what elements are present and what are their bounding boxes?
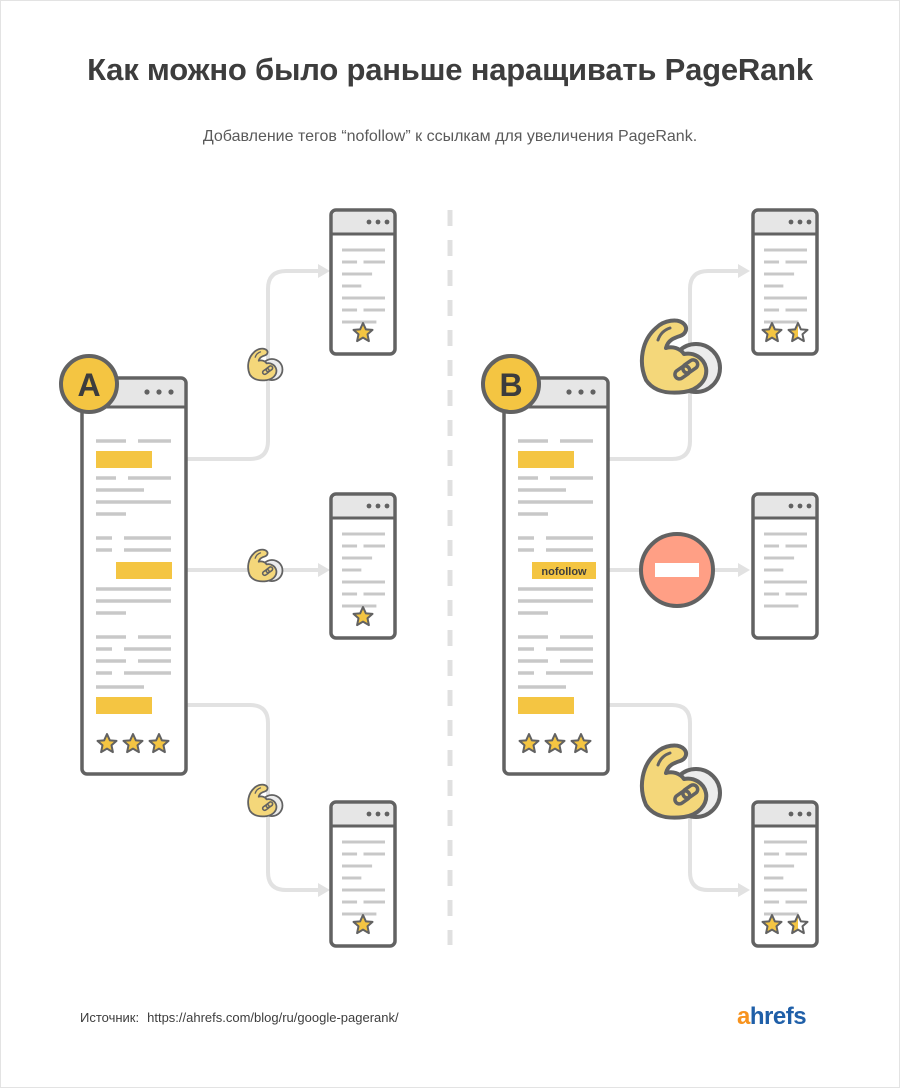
window-dot-icon bbox=[375, 503, 381, 509]
link-highlight bbox=[116, 562, 172, 579]
scenario-a: A bbox=[59, 264, 330, 897]
link-highlight bbox=[96, 451, 152, 468]
target-page-window bbox=[329, 800, 397, 948]
main-page-b: nofollow bbox=[502, 376, 610, 776]
window-dot-icon bbox=[788, 811, 794, 817]
flexed-arm-link-icon bbox=[247, 783, 284, 818]
page-title: Как можно было раньше наращивать PageRan… bbox=[87, 52, 813, 87]
window-dot-icon bbox=[375, 219, 381, 225]
window-dot-icon bbox=[566, 389, 572, 395]
arrow-right-icon bbox=[318, 264, 330, 278]
window-dot-icon bbox=[578, 389, 584, 395]
blocked-minus-icon bbox=[639, 532, 715, 608]
source-line: Источник: https://ahrefs.com/blog/ru/goog… bbox=[80, 1010, 399, 1025]
window-dot-icon bbox=[384, 811, 390, 817]
target-page-window bbox=[329, 208, 397, 356]
window-dot-icon bbox=[366, 219, 372, 225]
window-dot-icon bbox=[144, 389, 150, 395]
logo-letter-a: a bbox=[737, 1003, 750, 1030]
nofollow-link-highlight bbox=[532, 562, 596, 579]
flexed-arm-link-icon bbox=[639, 318, 722, 395]
badge-a-label: A bbox=[77, 367, 100, 403]
window-dot-icon bbox=[788, 219, 794, 225]
scenario-b: nofollow B bbox=[481, 264, 750, 897]
arrow-right-icon bbox=[738, 264, 750, 278]
arrow-right-icon bbox=[318, 563, 330, 577]
window-dot-icon bbox=[366, 503, 372, 509]
badge-b-label: B bbox=[499, 367, 522, 403]
window-dot-icon bbox=[788, 503, 794, 509]
arrow-right-icon bbox=[318, 883, 330, 897]
window-dot-icon bbox=[590, 389, 596, 395]
window-dot-icon bbox=[797, 811, 803, 817]
link-highlight bbox=[96, 697, 152, 714]
link-highlight bbox=[518, 451, 574, 468]
window-dot-icon bbox=[384, 219, 390, 225]
window-dot-icon bbox=[797, 503, 803, 509]
window-dot-icon bbox=[806, 219, 812, 225]
flexed-arm-link-icon bbox=[247, 347, 284, 382]
window-dot-icon bbox=[375, 811, 381, 817]
logo-letters: hrefs bbox=[749, 1003, 807, 1030]
flexed-arm-link-icon bbox=[247, 548, 284, 583]
target-page-window bbox=[751, 800, 819, 948]
target-page-window bbox=[751, 208, 819, 356]
flexed-arm-link-icon bbox=[639, 743, 722, 820]
link-highlight bbox=[518, 697, 574, 714]
arrow-right-icon bbox=[738, 563, 750, 577]
nofollow-label: nofollow bbox=[541, 566, 587, 578]
page-subtitle: Добавление тегов “nofollow” к ссылкам дл… bbox=[202, 128, 698, 145]
window-dot-icon bbox=[384, 503, 390, 509]
arrow-right-icon bbox=[738, 883, 750, 897]
source-url[interactable]: https://ahrefs.com/blog/ru/google-pagera… bbox=[147, 1010, 399, 1025]
window-dot-icon bbox=[156, 389, 162, 395]
window-dot-icon bbox=[366, 811, 372, 817]
source-label: Источник: bbox=[80, 1010, 140, 1025]
window-dot-icon bbox=[168, 389, 174, 395]
badge-b: B bbox=[481, 354, 541, 414]
target-page-window bbox=[329, 492, 397, 640]
main-page-a bbox=[80, 376, 188, 776]
window-dot-icon bbox=[797, 219, 803, 225]
window-dot-icon bbox=[806, 811, 812, 817]
ahrefs-logo: ahrefs bbox=[737, 1003, 807, 1031]
window-dot-icon bbox=[806, 503, 812, 509]
badge-a: A bbox=[59, 354, 119, 414]
target-page-window bbox=[751, 492, 819, 640]
